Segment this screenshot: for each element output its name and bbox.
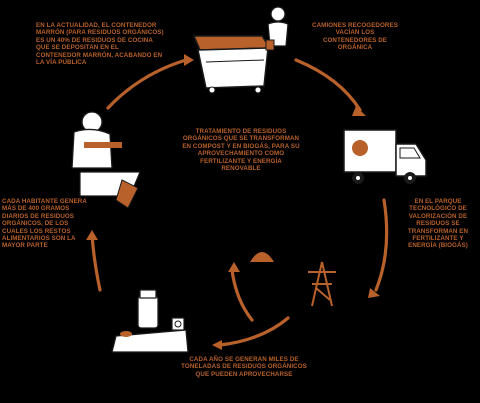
arrow-top-right	[294, 58, 362, 112]
arrow-bottom-right	[218, 316, 290, 347]
arrowhead-5	[86, 230, 98, 240]
arrow-center-up	[230, 268, 254, 322]
arrow-top-left	[106, 58, 188, 110]
arrowhead-3	[212, 340, 222, 350]
delivery-truck-icon	[343, 129, 427, 184]
arrowhead-1	[352, 106, 366, 116]
caption-center: Tratamiento de residuos orgánicos que se…	[182, 128, 300, 173]
caption-top-right: Camiones recogedores vacían los contened…	[312, 22, 398, 52]
worker-icon	[265, 6, 289, 51]
kitchen-appliances-icon	[111, 289, 189, 353]
electric-pylon-icon	[308, 261, 336, 307]
cycle-arrows	[90, 58, 389, 347]
caption-left: Cada habitante genera más de 400 gramos …	[2, 198, 87, 250]
compost-heap-icon	[250, 252, 274, 262]
arrowhead-2	[368, 288, 380, 298]
chef-cutting-icon	[71, 111, 141, 209]
arrow-heads	[86, 54, 380, 350]
caption-right: En el parque tecnológico de valorización…	[407, 198, 469, 250]
arrowhead-6	[184, 54, 194, 66]
arrowhead-4	[228, 262, 240, 272]
arrow-bottom-left	[90, 233, 102, 292]
compost-container-icon	[192, 35, 272, 94]
caption-top-left: En la actualidad, el contenedor marrón (…	[36, 22, 164, 67]
arrow-right	[374, 198, 389, 292]
caption-bottom: Cada año se generan miles de toneladas d…	[181, 356, 307, 378]
